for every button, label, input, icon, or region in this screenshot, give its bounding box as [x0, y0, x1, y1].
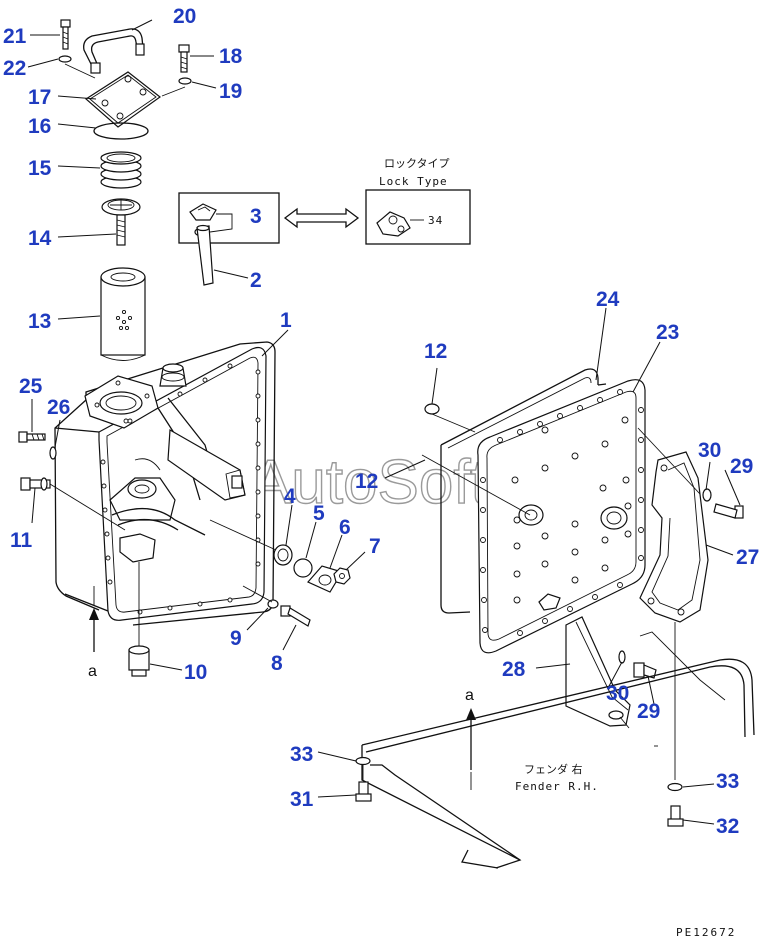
gasket-5 — [293, 558, 313, 578]
bolt-29-upper — [713, 503, 744, 519]
bolt-8 — [280, 605, 311, 627]
bracket-27 — [639, 451, 709, 623]
valve-14 — [101, 198, 141, 246]
washer-33-right — [667, 782, 683, 792]
callout-10: 10 — [184, 661, 207, 684]
lock-type-label-en: Lock Type — [379, 175, 448, 188]
callout-22: 22 — [3, 57, 26, 80]
drawing-code: PE12672 — [676, 926, 736, 939]
view-arrow-a-left: a — [88, 586, 99, 680]
callout-32: 32 — [716, 815, 739, 838]
fender-rh: フェンダ 右 Fender R.H. — [361, 631, 755, 869]
callout-6: 6 — [339, 516, 351, 539]
bolt-21 — [60, 19, 71, 50]
callout-28: 28 — [502, 658, 526, 681]
callout-17: 17 — [28, 86, 51, 109]
callout-20: 20 — [173, 5, 196, 28]
bolt-29-lower — [633, 662, 657, 679]
fender-label-jp: フェンダ 右 — [524, 762, 583, 776]
callout-26: 26 — [47, 396, 70, 419]
callout-2: 2 — [250, 269, 262, 292]
callout-12-upper: 12 — [424, 340, 447, 363]
washer-22 — [58, 55, 72, 63]
callout-27: 27 — [736, 546, 759, 569]
callout-18: 18 — [219, 45, 243, 68]
bolt-25 — [18, 431, 46, 443]
leader-lines — [27, 19, 741, 825]
callout-12-lower: 12 — [355, 470, 378, 493]
callout-29-lower: 29 — [637, 700, 660, 723]
callout-25: 25 — [19, 375, 43, 398]
gasket-16 — [93, 122, 149, 140]
gasket-24 — [440, 368, 607, 614]
spring-15 — [100, 151, 142, 189]
watermark: AutoSoft — [250, 448, 488, 517]
bolt-11 — [20, 477, 51, 491]
callout-19: 19 — [219, 80, 242, 103]
callout-11: 11 — [10, 529, 33, 552]
nut-7 — [333, 567, 351, 585]
lock-type-part-ref: 34 — [428, 214, 443, 227]
washer-33-left — [355, 756, 371, 766]
lock-type-box: ロックタイプ Lock Type 34 — [365, 157, 471, 245]
handle-20 — [83, 28, 144, 67]
callout-30-upper: 30 — [698, 439, 721, 462]
washer-26 — [49, 446, 57, 460]
cover-plate-23 — [477, 379, 646, 654]
view-arrow-a-right: a — [465, 687, 476, 790]
callout-7: 7 — [369, 535, 381, 558]
callout-15: 15 — [28, 157, 52, 180]
washer-19 — [178, 77, 192, 85]
callout-4: 4 — [284, 485, 296, 508]
drain-plug-10 — [128, 645, 150, 677]
standard-cap-box — [178, 192, 280, 244]
callout-13: 13 — [28, 310, 51, 333]
callout-33-left: 33 — [290, 743, 313, 766]
cover-bolt-holes — [480, 389, 644, 636]
bolt-18 — [178, 44, 190, 73]
washer-9 — [267, 599, 279, 609]
callout-numbers: 21 20 18 22 19 17 16 15 3 14 2 13 1 24 1… — [3, 5, 759, 838]
callout-29-upper: 29 — [730, 455, 753, 478]
lock-type-label-jp: ロックタイプ — [384, 157, 450, 170]
fender-label-en: Fender R.H. — [515, 780, 599, 793]
bolt-31 — [355, 781, 372, 802]
callout-3: 3 — [250, 205, 262, 228]
callout-31: 31 — [290, 788, 314, 811]
callout-8: 8 — [271, 652, 283, 675]
callout-23: 23 — [656, 321, 679, 344]
callout-9: 9 — [230, 627, 242, 650]
callout-24: 24 — [596, 288, 620, 311]
filler-pipe-2 — [196, 224, 214, 286]
flange-bolt-holes — [100, 363, 261, 615]
callout-21: 21 — [3, 25, 27, 48]
seal-4 — [273, 544, 293, 566]
view-label-a-left: a — [88, 663, 97, 680]
washer-30-upper — [702, 488, 712, 502]
bolt-32 — [667, 805, 684, 827]
fuel-tank-1 — [54, 341, 276, 626]
interchange-arrow — [283, 207, 360, 229]
cap-plate-17 — [85, 71, 162, 128]
plug-12-upper — [424, 403, 440, 415]
bracket-28 — [565, 616, 631, 727]
callout-14: 14 — [28, 227, 52, 250]
callout-5: 5 — [313, 502, 325, 525]
washer-30-lower — [618, 650, 626, 664]
callout-16: 16 — [28, 115, 51, 138]
callout-30-lower: 30 — [606, 682, 629, 705]
strainer-13 — [100, 267, 146, 361]
callout-1: 1 — [280, 309, 292, 332]
callout-33-right: 33 — [716, 770, 739, 793]
view-label-a-right: a — [465, 687, 474, 704]
cap-assembly — [58, 19, 192, 361]
